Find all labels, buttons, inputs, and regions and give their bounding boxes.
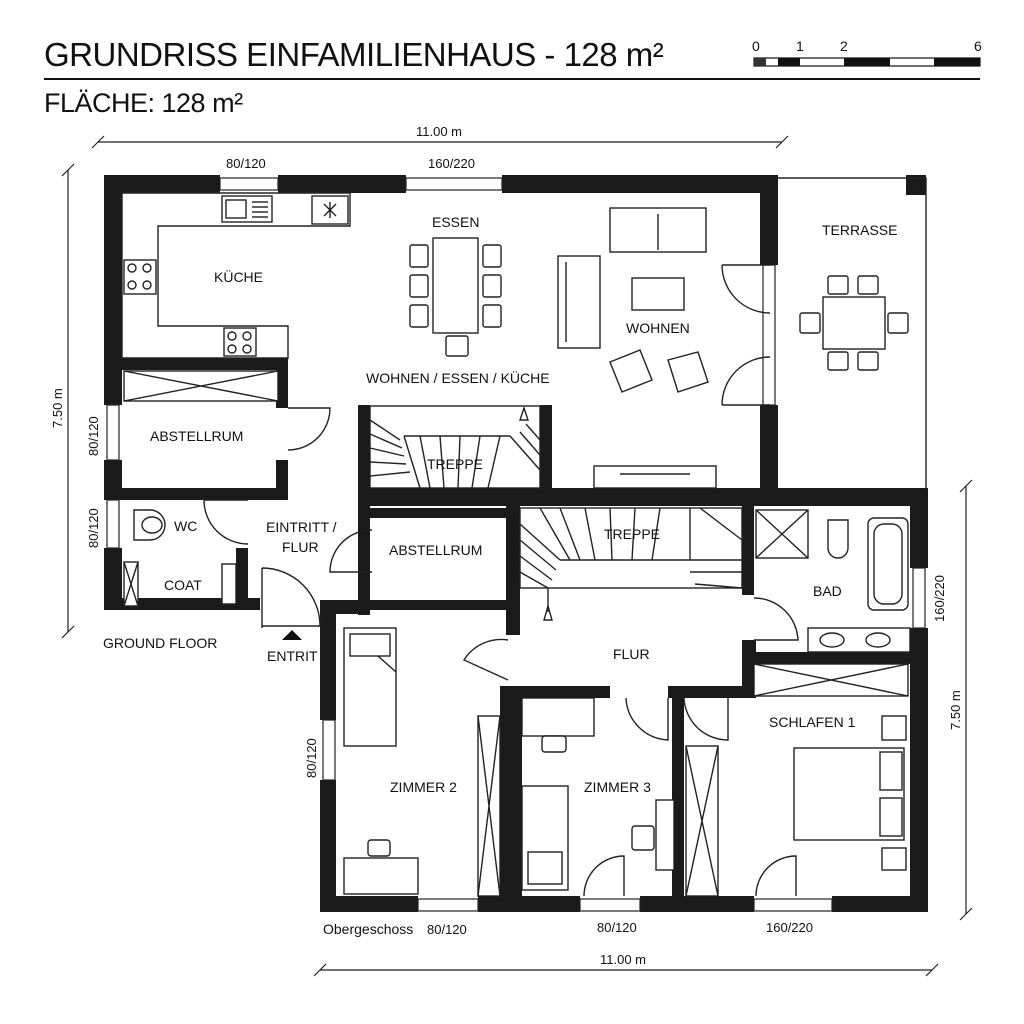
dim-window-left-lower: 80/120 [86, 508, 101, 548]
zimmer-3-furniture [521, 697, 675, 891]
room-wc: WC [174, 518, 197, 534]
room-schlafen-1: SCHLAFEN 1 [769, 714, 856, 730]
terrace-furniture [799, 275, 909, 371]
scale-seg-2 [778, 58, 800, 66]
dim-window-bottom-left: 80/120 [427, 922, 467, 937]
room-treppe-ground: TREPPE [427, 456, 483, 472]
dim-window-top-left: 80/120 [226, 156, 266, 171]
room-zimmer-3: ZIMMER 3 [584, 779, 651, 795]
entrance-arrow-icon [282, 630, 302, 640]
wc-fixtures [133, 509, 166, 541]
room-flur: FLUR [613, 646, 650, 662]
dim-window-bottom-center: 80/120 [597, 920, 637, 935]
ground-floor-label: GROUND FLOOR [103, 635, 217, 651]
schlafen-1-furniture [685, 663, 909, 897]
dimension-lines [61, 135, 973, 977]
zimmer-2-furniture [343, 627, 501, 897]
dim-width-upper: 11.00 m [600, 952, 646, 967]
kitchen-counter [121, 192, 351, 359]
dim-height-upper: 7.50 m [948, 690, 963, 730]
room-wohnen-essen-kueche: WOHNEN / ESSEN / KÜCHE [366, 369, 550, 386]
dim-window-upper-left: 80/120 [304, 738, 319, 778]
room-essen: ESSEN [432, 214, 479, 230]
scale-seg-1 [754, 58, 766, 66]
plan-title: GRUNDRISS EINFAMILIENHAUS - 128 m² [44, 36, 664, 73]
room-abstellrum-1: ABSTELLRUM [150, 428, 243, 444]
upper-floor-walls [320, 490, 928, 912]
stair-upper-floor [519, 507, 743, 621]
storage-shelving [123, 370, 279, 402]
dim-height-ground: 7.50 m [50, 388, 65, 428]
header: GRUNDRISS EINFAMILIENHAUS - 128 m² FLÄCH… [0, 0, 1024, 130]
scale-label-6: 6 [974, 38, 982, 54]
coat-rack [123, 561, 237, 607]
room-eintritt-line1: EINTRITT / [266, 519, 337, 535]
room-abstellrum-2: ABSTELLRUM [389, 542, 482, 558]
scale-seg-3 [844, 58, 890, 66]
scale-label-2: 2 [840, 38, 848, 54]
dim-width-ground: 11.00 m [416, 124, 462, 139]
area-label: FLÄCHE: 128 m² [44, 88, 243, 118]
room-coat: COAT [164, 577, 202, 593]
room-treppe-upper: TREPPE [604, 526, 660, 542]
terrace-outline [778, 177, 927, 490]
scale-bar: 0 1 2 6 [752, 38, 982, 67]
dim-window-bottom-right: 160/220 [766, 920, 813, 935]
scale-label-1: 1 [796, 38, 804, 54]
living-furniture [557, 207, 717, 489]
dim-window-top-center: 160/220 [428, 156, 475, 171]
dim-window-left-upper: 80/120 [86, 416, 101, 456]
upper-floor-label: Obergeschoss [323, 921, 413, 937]
scale-seg-4 [934, 58, 980, 66]
dim-window-upper-right: 160/220 [932, 575, 947, 622]
room-eintritt-line2: FLUR [282, 539, 319, 555]
dining-table [409, 237, 502, 357]
ground-floor-walls [104, 175, 928, 615]
scale-label-0: 0 [752, 38, 760, 54]
doors [203, 264, 799, 897]
room-wohnen: WOHNEN [626, 320, 690, 336]
bath-fixtures [755, 509, 911, 653]
windows [106, 177, 926, 912]
entrance-label: ENTRIT [267, 648, 318, 664]
room-terrasse: TERRASSE [822, 222, 897, 238]
room-bad: BAD [813, 583, 842, 599]
room-kueche: KÜCHE [214, 268, 263, 285]
title-rule [44, 78, 980, 80]
stair-ground-floor [369, 405, 541, 489]
room-zimmer-2: ZIMMER 2 [390, 779, 457, 795]
